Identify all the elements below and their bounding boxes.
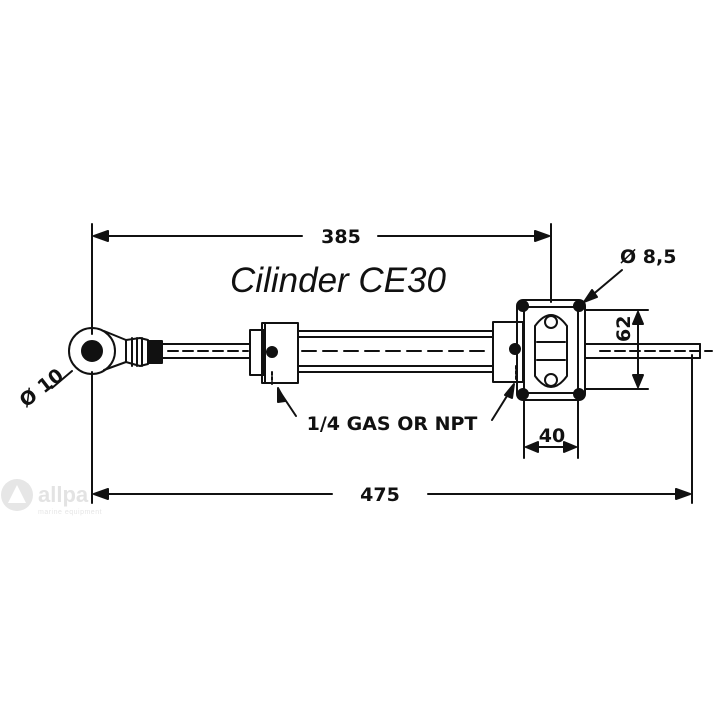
dimension-385-label: 385 [321,226,361,248]
eye-diameter-leader [51,370,73,389]
hole-diameter-leader [583,269,623,303]
left-end-cap [249,322,299,385]
piston-rod-left [161,343,251,359]
port-label: 1/4 GAS OR NPT [307,413,478,435]
piston-rod-right [584,343,713,359]
dimension-62-label: 62 [613,316,635,342]
dimension-40 [523,397,579,459]
watermark-brand: allpa [38,482,89,507]
mounting-flange [516,299,586,401]
dimension-475 [91,354,693,504]
watermark-tagline: marine equipment [38,509,102,516]
eye-diameter-label: Ø 10 [16,364,68,412]
dimension-385 [91,223,552,335]
drawing-title: Cilinder CE30 [230,261,446,300]
cylinder-barrel [297,330,494,373]
dimension-475-label: 475 [360,484,400,506]
port-leaders [277,383,515,421]
dimension-62 [584,309,649,390]
right-end-cap [492,321,524,383]
rod-end-eye [68,327,163,375]
dimension-40-label: 40 [539,425,565,447]
watermark-logo: allpa marine equipment [1,479,102,516]
hole-diameter-label: Ø 8,5 [620,246,676,268]
